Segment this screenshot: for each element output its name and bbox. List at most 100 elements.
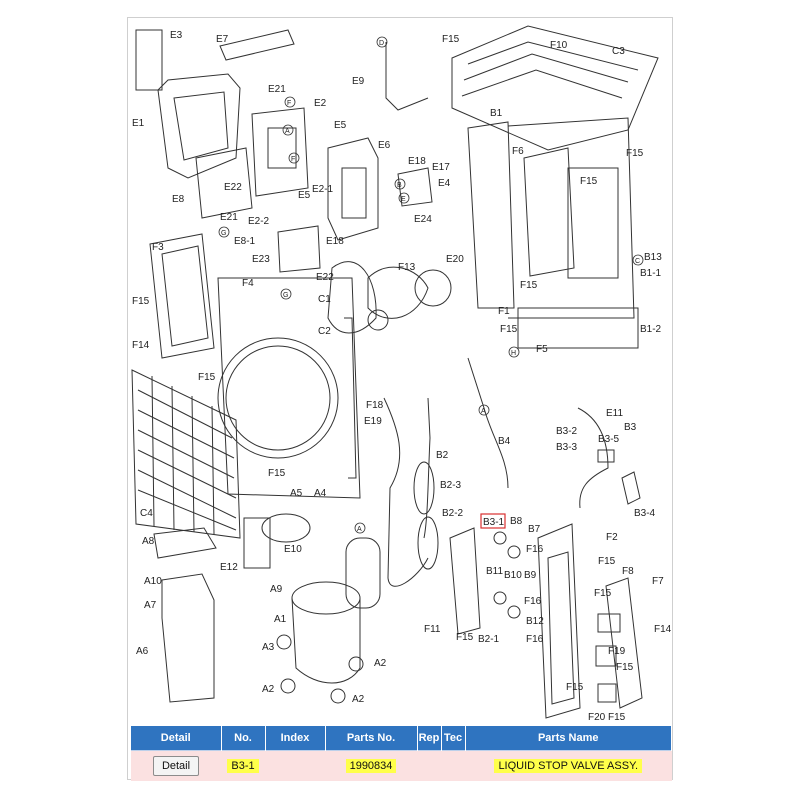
part-label: A3 bbox=[262, 642, 275, 653]
part-label: E20 bbox=[446, 254, 464, 265]
ref-mark: D bbox=[379, 40, 384, 47]
part-label: B2-2 bbox=[442, 508, 464, 519]
part-label: A6 bbox=[136, 646, 149, 657]
part-label: E24 bbox=[414, 214, 432, 225]
part-label: F15 bbox=[520, 280, 538, 291]
exploded-parts-diagram: E3 E7 F15 F10 C3 E21 E9 E1 E2 E5 B1 F6 F… bbox=[131, 25, 672, 723]
part-label: E11 bbox=[606, 408, 623, 419]
part-label: F10 bbox=[550, 40, 568, 51]
part-label: E21 bbox=[220, 212, 238, 223]
ref-mark: A bbox=[481, 408, 486, 415]
col-header-no: No. bbox=[221, 726, 266, 751]
part-label: B1-1 bbox=[640, 268, 662, 279]
part-label: F16 bbox=[524, 596, 542, 607]
part-label: B3 bbox=[624, 422, 637, 433]
no-cell: B3-1 bbox=[221, 750, 265, 781]
part-label: E21 bbox=[268, 84, 286, 95]
ref-mark: A bbox=[357, 526, 362, 533]
part-label: E2 bbox=[314, 98, 327, 109]
part-label: E12 bbox=[220, 562, 238, 573]
ref-mark: C bbox=[635, 258, 640, 265]
part-label: F14 bbox=[132, 340, 150, 351]
part-label: E17 bbox=[432, 162, 450, 173]
rep-cell bbox=[417, 750, 441, 781]
part-label: F15 bbox=[616, 662, 634, 673]
part-label: B7 bbox=[528, 524, 541, 535]
selected-part-highlight bbox=[480, 513, 506, 529]
part-label: F15 bbox=[456, 632, 474, 643]
part-label: F15 bbox=[594, 588, 612, 599]
part-label: E22 bbox=[316, 272, 334, 283]
part-label: F11 bbox=[424, 624, 441, 635]
col-header-index: Index bbox=[265, 726, 326, 751]
table-header-row: Detail No. Index Parts No. Rep Tec Parts… bbox=[131, 726, 672, 751]
part-label: E2-1 bbox=[312, 184, 334, 195]
ref-mark: G bbox=[221, 230, 226, 237]
detail-button[interactable]: Detail bbox=[152, 756, 200, 776]
part-label: A8 bbox=[142, 536, 155, 547]
part-label: E23 bbox=[252, 254, 270, 265]
part-label: B3-4 bbox=[634, 508, 656, 519]
col-header-parts-no: Parts No. bbox=[325, 726, 418, 751]
part-label: A1 bbox=[274, 614, 287, 625]
part-labels: E3 E7 F15 F10 C3 E21 E9 E1 E2 E5 B1 F6 F… bbox=[132, 30, 672, 723]
part-label-selected: B3-1 bbox=[483, 517, 505, 528]
part-label: A7 bbox=[144, 600, 157, 611]
parts-name-value: LIQUID STOP VALVE ASSY. bbox=[494, 759, 643, 773]
col-header-rep: Rep bbox=[417, 726, 442, 751]
part-label: F15 bbox=[598, 556, 616, 567]
part-label: F6 bbox=[512, 146, 524, 157]
part-label: A4 bbox=[314, 488, 327, 499]
part-label: F15 bbox=[198, 372, 216, 383]
ref-mark: B bbox=[397, 182, 402, 189]
part-label: E1 bbox=[132, 118, 145, 129]
part-label: F7 bbox=[652, 576, 664, 587]
part-label: B3-2 bbox=[556, 426, 578, 437]
part-label: A2 bbox=[262, 684, 275, 695]
part-label: F16 bbox=[526, 634, 544, 645]
part-label: B2 bbox=[436, 450, 449, 461]
part-label: C3 bbox=[612, 46, 625, 57]
part-label: E4 bbox=[438, 178, 451, 189]
part-label: F15 bbox=[500, 324, 518, 335]
part-label: B2-3 bbox=[440, 480, 462, 491]
part-label: E10 bbox=[284, 544, 302, 555]
part-label: A2 bbox=[374, 658, 387, 669]
ref-mark: G bbox=[283, 292, 288, 299]
table-row: Detail B3-1 1990834 LIQUID STOP VALVE AS… bbox=[131, 750, 672, 781]
part-label: F18 bbox=[366, 400, 384, 411]
part-label: C1 bbox=[318, 294, 331, 305]
ref-mark: F bbox=[291, 156, 295, 163]
part-label: B2-1 bbox=[478, 634, 500, 645]
part-label: E7 bbox=[216, 34, 229, 45]
ref-mark: F bbox=[287, 100, 291, 107]
col-header-parts-name: Parts Name bbox=[465, 726, 672, 751]
part-label: E8 bbox=[172, 194, 185, 205]
part-label: F1 bbox=[498, 306, 510, 317]
part-label: F8 bbox=[622, 566, 634, 577]
part-label: B11 bbox=[486, 566, 503, 577]
part-label: B12 bbox=[526, 616, 544, 627]
part-label: B9 bbox=[524, 570, 537, 581]
part-label: E18 bbox=[326, 236, 344, 247]
part-label: E5 bbox=[298, 190, 311, 201]
part-label: F15 bbox=[268, 468, 286, 479]
part-label: B4 bbox=[498, 436, 511, 447]
part-no-value: B3-1 bbox=[227, 759, 259, 773]
part-label: F16 bbox=[526, 544, 544, 555]
part-label: F15 bbox=[580, 176, 598, 187]
part-label: B13 bbox=[644, 252, 662, 263]
parts-table: Detail No. Index Parts No. Rep Tec Parts… bbox=[131, 726, 672, 781]
tec-cell bbox=[441, 750, 465, 781]
parts-name-cell: LIQUID STOP VALVE ASSY. bbox=[465, 750, 672, 781]
part-label: E19 bbox=[364, 416, 382, 427]
part-label: F4 bbox=[242, 278, 254, 289]
part-label: B1 bbox=[490, 108, 503, 119]
part-label: C2 bbox=[318, 326, 331, 337]
index-cell bbox=[265, 750, 325, 781]
part-label: B10 bbox=[504, 570, 522, 581]
part-label: B3-5 bbox=[598, 434, 620, 445]
ref-mark: E bbox=[401, 196, 406, 203]
part-label: C4 bbox=[140, 508, 153, 519]
part-label: A5 bbox=[290, 488, 303, 499]
